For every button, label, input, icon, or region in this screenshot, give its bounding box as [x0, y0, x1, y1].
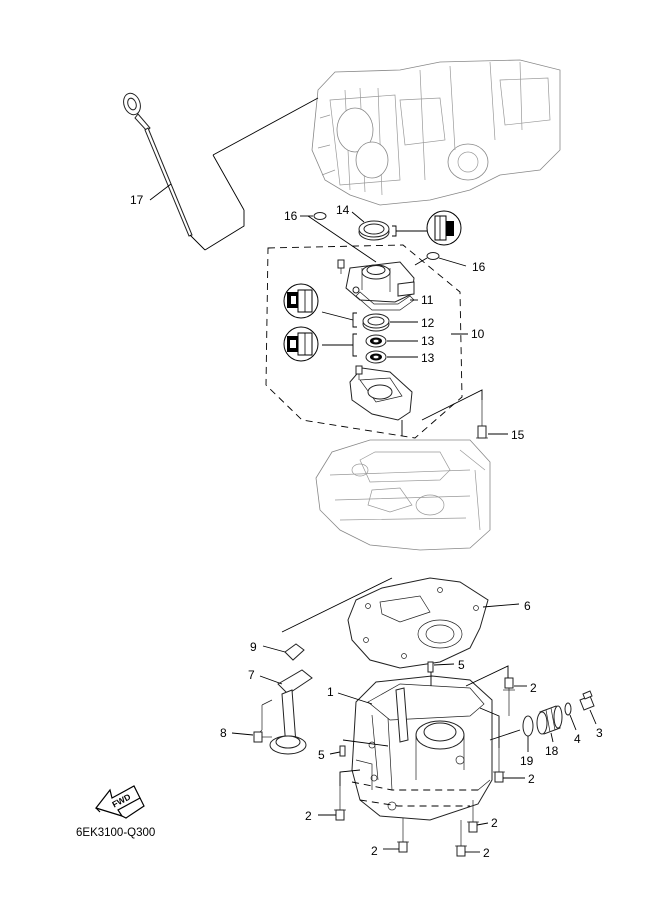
- fwd-arrow: FWD: [94, 785, 145, 819]
- callout-17: 17: [130, 193, 144, 207]
- callout-5-upper: 5: [458, 658, 465, 672]
- engine-block: [311, 59, 561, 206]
- dipstick: [123, 92, 193, 237]
- lower-housing: [349, 365, 413, 421]
- callout-2-bottom-center: 2: [371, 844, 378, 858]
- bolt-2-bottom-center: [397, 818, 409, 853]
- gasket-11: [355, 291, 415, 311]
- callout-8: 8: [220, 726, 227, 740]
- gasket-4: [564, 702, 572, 716]
- callout-9: 9: [250, 640, 257, 654]
- bolt-2-right: [493, 748, 505, 783]
- callout-2-bottom-right-a: 2: [491, 816, 498, 830]
- o-ring-16-right: [426, 252, 440, 260]
- exhaust-guide: [315, 439, 491, 551]
- assembly-10-outline: [265, 244, 463, 439]
- bolt-2-top: [503, 677, 515, 716]
- callout-7: 7: [248, 668, 255, 682]
- bolt-2-left: [334, 786, 346, 821]
- callout-10: 10: [471, 327, 485, 341]
- callout-13-upper: 13: [421, 334, 435, 348]
- callout-6: 6: [524, 599, 531, 613]
- callout-3: 3: [596, 726, 603, 740]
- callout-4: 4: [574, 732, 581, 746]
- callout-14: 14: [336, 203, 350, 217]
- seal-13-lower: [365, 350, 387, 364]
- seal-13-upper: [365, 334, 387, 348]
- diagram-code: 6EK3100-Q300: [76, 827, 155, 839]
- dowel-5-upper: [427, 661, 434, 673]
- callout-5-lower: 5: [318, 748, 325, 762]
- oil-pan-1: [351, 675, 493, 821]
- dowel-5-lower: [339, 745, 346, 757]
- gasket-19: [522, 715, 534, 737]
- callout-1: 1: [327, 685, 334, 699]
- o-ring-16-left: [313, 212, 327, 220]
- bolt-2-bottom-right-a: [467, 800, 479, 833]
- oil-strainer-7: [257, 669, 313, 755]
- sealant-icon: [283, 283, 319, 319]
- callout-19: 19: [520, 754, 534, 768]
- callout-2-bottom-right-b: 2: [483, 846, 490, 860]
- seal-12: [362, 313, 390, 332]
- callout-18: 18: [545, 744, 559, 758]
- oil-icon: [283, 326, 319, 362]
- callout-2-top: 2: [530, 681, 537, 695]
- callout-2-right: 2: [528, 772, 535, 786]
- callout-13-lower: 13: [421, 351, 435, 365]
- bolt-15: [476, 400, 488, 439]
- callout-16-right: 16: [472, 260, 486, 274]
- bolt-3: [579, 690, 595, 711]
- gasket-9: [284, 643, 305, 661]
- callout-16-left: 16: [284, 209, 298, 223]
- bolt-8: [253, 731, 272, 743]
- drain-plug-18: [536, 705, 563, 735]
- upper-housing: [337, 259, 415, 303]
- bolt-2-bottom-right-b: [455, 820, 467, 857]
- callout-2-left: 2: [305, 809, 312, 823]
- callout-11: 11: [421, 293, 434, 307]
- callout-12: 12: [421, 316, 435, 330]
- callout-15: 15: [511, 428, 525, 442]
- oil-seal-14: [358, 220, 390, 241]
- grease-icon: [426, 210, 462, 246]
- gasket-6: [347, 577, 489, 669]
